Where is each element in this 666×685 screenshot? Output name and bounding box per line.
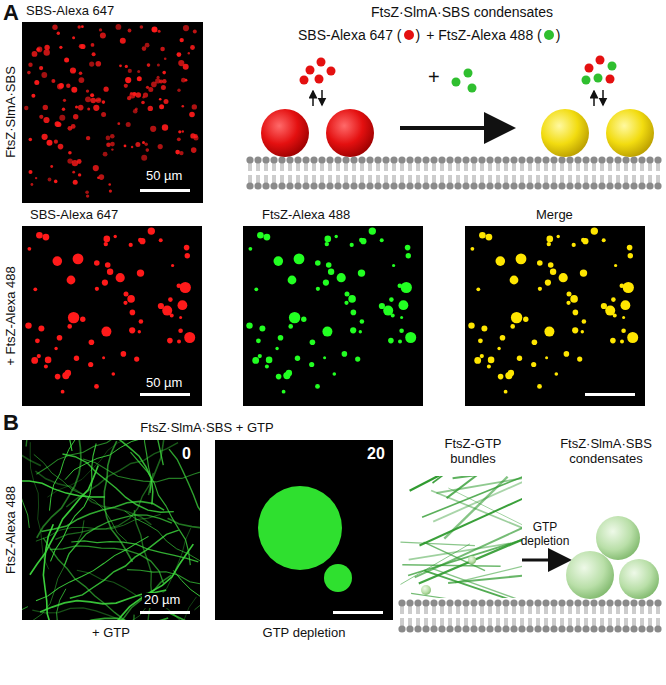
micrograph: [465, 226, 645, 406]
equilibrium-arrow: [312, 91, 314, 106]
condensate-droplet: [258, 486, 342, 570]
red-sphere: [326, 109, 374, 157]
row-label: FtsZ-Alexa 488: [4, 486, 19, 574]
channel-label: SBS-Alexa 647: [26, 4, 114, 19]
schematic-label: FtsZ-GTP bundles: [430, 437, 516, 467]
equilibrium-arrow: [321, 90, 323, 105]
row-label: + FtsZ-Alexa 488: [4, 266, 19, 365]
filament-network: [22, 440, 200, 620]
time-label: 20: [365, 445, 387, 463]
channel-label: SBS-Alexa 647: [30, 208, 118, 223]
equilibrium-arrow: [593, 91, 595, 106]
lipid-bilayer: [398, 599, 661, 632]
green-sphere: [619, 559, 659, 599]
micrograph: [22, 22, 203, 203]
micrograph: [22, 440, 200, 620]
scale-bar-label: 50 µm: [144, 169, 184, 184]
micrograph-panel: 50 µm: [22, 22, 203, 203]
micrograph: [243, 226, 423, 406]
condensate-dots: [24, 24, 198, 198]
condition-label: FtsZ·SlmA·SBS + GTP: [140, 421, 273, 436]
reaction-arrow: [400, 126, 508, 130]
dot-cluster: [582, 56, 617, 85]
probe-dot: [403, 29, 415, 41]
micrograph-panel: 50 µm: [22, 226, 202, 406]
schematic-label: FtsZ·SlmA·SBS condensates: [552, 437, 660, 467]
probe-label: ): [556, 27, 561, 43]
scale-bar: [140, 611, 190, 614]
lipid-bilayer: [246, 156, 661, 189]
dot-cluster: [300, 58, 336, 85]
arrow-label: GTP depletion: [514, 521, 576, 549]
channel-label: FtsZ-Alexa 488: [262, 208, 350, 223]
condensate-dots: [25, 227, 195, 393]
condition-label: + GTP: [92, 626, 130, 641]
probe-key-row: SBS-Alexa 647 () + FtsZ-Alexa 488 (): [298, 27, 560, 43]
green-sphere: [596, 516, 640, 560]
ftsz-bundles: [401, 476, 523, 598]
plus-sign: +: [428, 66, 440, 89]
condensate-dots: [468, 227, 638, 393]
panel-letter: B: [3, 410, 19, 435]
scale-bar-label: 50 µm: [144, 376, 184, 391]
yellow-sphere: [541, 109, 589, 157]
condensate-droplet: [324, 564, 352, 592]
green-sphere: [566, 551, 614, 599]
probe-dot: [543, 29, 555, 41]
scale-bar: [140, 393, 190, 396]
small-condensate: [468, 556, 476, 564]
time-label: 0: [180, 445, 193, 463]
probe-label: ): [416, 27, 421, 43]
micrograph-panel: 0 20 µm: [22, 440, 200, 620]
scale-bar: [333, 611, 383, 614]
panel-letter: A: [3, 0, 19, 25]
scale-bar-label: 20 µm: [142, 593, 182, 608]
condensate-dots: [246, 227, 416, 393]
micrograph: [22, 226, 202, 406]
reaction-arrow: [522, 559, 566, 562]
small-condensate: [421, 585, 431, 595]
condition-label: GTP depletion: [263, 626, 346, 641]
dot-cluster: [452, 69, 477, 93]
row-label: FtsZ·SlmA·SBS: [4, 66, 19, 158]
probe-label: SBS-Alexa 647 (: [298, 27, 402, 43]
micrograph: [215, 440, 393, 620]
equilibrium-arrow: [602, 90, 604, 105]
scale-bar: [140, 189, 190, 192]
yellow-sphere: [606, 109, 654, 157]
schematic-title: FtsZ·SlmA·SBS condensates: [371, 4, 553, 20]
micrograph-panel: 20: [215, 440, 393, 620]
channel-label: Merge: [536, 208, 573, 223]
red-sphere: [261, 109, 309, 157]
probe-label: + FtsZ-Alexa 488 (: [426, 27, 542, 43]
scale-bar: [585, 393, 635, 396]
